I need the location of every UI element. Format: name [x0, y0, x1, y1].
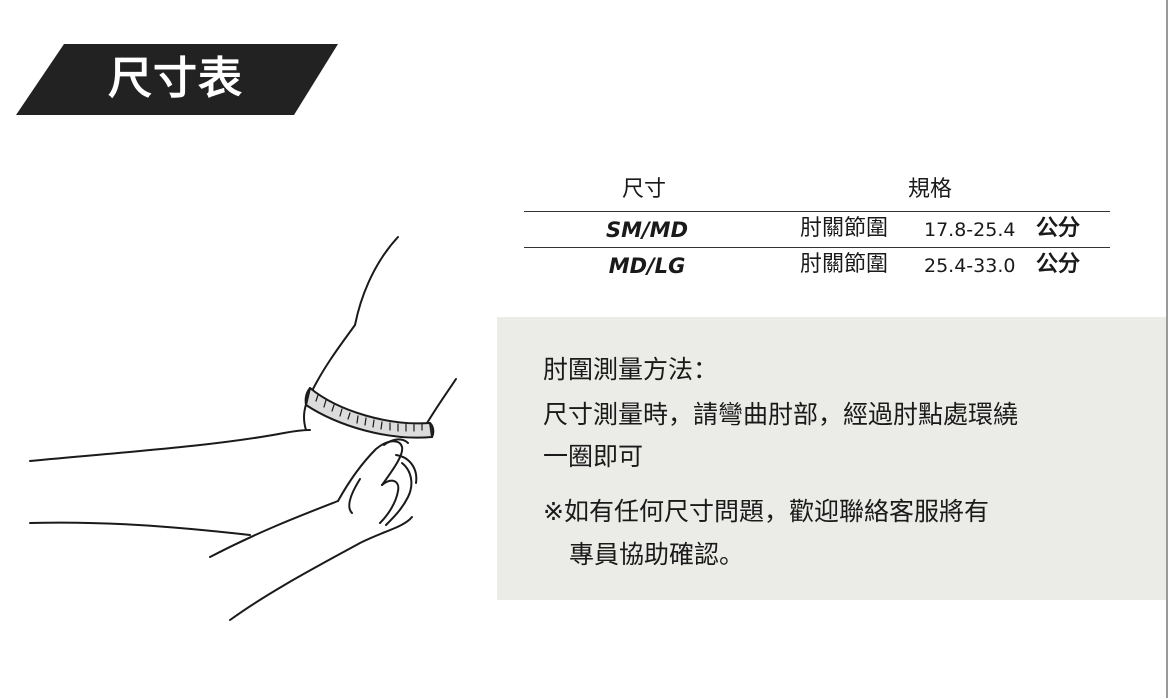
spec-unit: 公分: [1036, 252, 1081, 277]
instructions-heading: 肘圍測量方法：: [543, 355, 719, 384]
contact-note: 專員協助確認。: [569, 540, 745, 569]
row-divider: [524, 247, 1110, 248]
spec-range: 17.8-25.4: [924, 219, 1016, 241]
measurement-info-box: 肘圍測量方法： 尺寸測量時，請彎曲肘部，經過肘點處環繞 一圈即可 ※如有任何尺寸…: [497, 317, 1166, 600]
header-spec: 規格: [908, 177, 953, 202]
table-row: SM/MD 肘關節圍 17.8-25.4 公分: [524, 212, 1110, 248]
page-title: 尺寸表: [108, 53, 243, 104]
size-value: MD/LG: [608, 254, 686, 278]
spec-label: 肘關節圍: [800, 216, 889, 241]
header-size: 尺寸: [622, 177, 667, 202]
header-divider: [524, 211, 1110, 212]
contact-note: ※如有任何尺寸問題，歡迎聯絡客服將有: [543, 497, 989, 526]
table-row: MD/LG 肘關節圍 25.4-33.0 公分: [524, 248, 1110, 284]
spec-range: 25.4-33.0: [924, 255, 1016, 277]
spec-unit: 公分: [1036, 216, 1081, 241]
size-value: SM/MD: [605, 218, 689, 242]
spec-label: 肘關節圍: [800, 252, 889, 277]
page-border: [1166, 0, 1168, 698]
arm-measuring-tape-illustration: [20, 225, 490, 635]
table-header-row: 尺寸 規格: [524, 168, 1110, 212]
instructions-line: 一圈即可: [543, 442, 644, 471]
title-banner-shape: [16, 44, 338, 115]
size-table: 尺寸 規格 SM/MD 肘關節圍 17.8-25.4 公分 MD/LG 肘關節圍…: [524, 168, 1110, 284]
instructions-line: 尺寸測量時，請彎曲肘部，經過肘點處環繞: [543, 400, 1019, 429]
title-banner: 尺寸表: [16, 44, 338, 115]
